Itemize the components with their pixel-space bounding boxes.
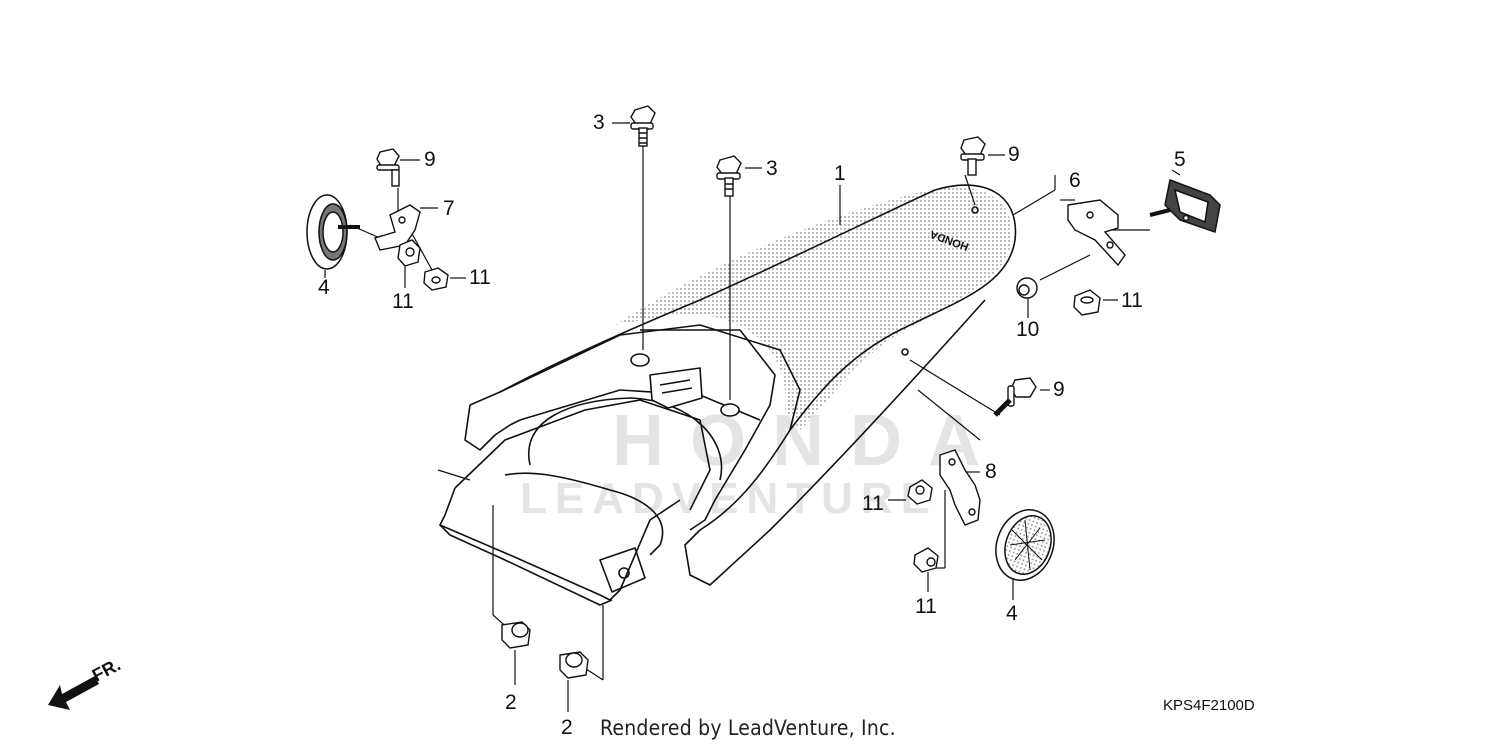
callout-3-top: 3 (593, 111, 605, 134)
reflector-4-left (306, 194, 360, 270)
reflector-5-rear (1149, 178, 1221, 233)
callout-9-left: 9 (424, 148, 436, 171)
callout-stubs (324, 122, 1181, 712)
bolt-3-center (716, 155, 742, 197)
callout-6: 6 (1069, 169, 1081, 192)
callout-1: 1 (834, 162, 846, 185)
bolt-9-left (376, 148, 400, 187)
callout-4-left: 4 (318, 276, 330, 299)
reflector-4-right (995, 509, 1055, 581)
callout-9-right: 9 (1053, 378, 1065, 401)
callout-10: 10 (1016, 318, 1040, 341)
callout-4-right: 4 (1006, 602, 1018, 625)
nut-11-left-a (397, 239, 421, 267)
bolt-9-right (993, 377, 1037, 417)
grommet-2-left (501, 621, 531, 649)
callout-11-bottom: 11 (915, 595, 937, 618)
grommet-2-right (559, 651, 589, 679)
callout-5: 5 (1174, 148, 1186, 171)
nut-11-left-b (423, 267, 449, 291)
bolt-9-top (960, 136, 986, 176)
callout-3-center: 3 (766, 157, 778, 180)
front-arrow-icon (48, 676, 99, 710)
nut-11-right-top (1073, 289, 1101, 316)
callout-2-left: 2 (505, 691, 517, 714)
nut-10 (1016, 277, 1038, 299)
callout-11-left-a: 11 (392, 290, 414, 313)
callout-8: 8 (985, 460, 997, 483)
diagram-code: KPS4F2100D (1163, 697, 1255, 714)
bracket-6 (1067, 199, 1126, 267)
callout-9-top: 9 (1008, 143, 1020, 166)
callout-2-right: 2 (561, 716, 573, 739)
nut-11-bottom (913, 547, 939, 573)
leader-lines (349, 145, 1150, 681)
callout-7: 7 (443, 197, 455, 220)
callout-11-right-top: 11 (1121, 289, 1143, 312)
credit-line: Rendered by LeadVenture, Inc. (600, 716, 896, 740)
rear-fender: HONDA (439, 184, 1017, 606)
bracket-7 (374, 204, 421, 251)
callout-11-mid: 11 (862, 492, 884, 515)
callout-11-left-b: 11 (469, 266, 491, 289)
bracket-8 (939, 449, 981, 526)
nut-11-mid (907, 479, 933, 505)
bolt-3-top (630, 105, 656, 147)
